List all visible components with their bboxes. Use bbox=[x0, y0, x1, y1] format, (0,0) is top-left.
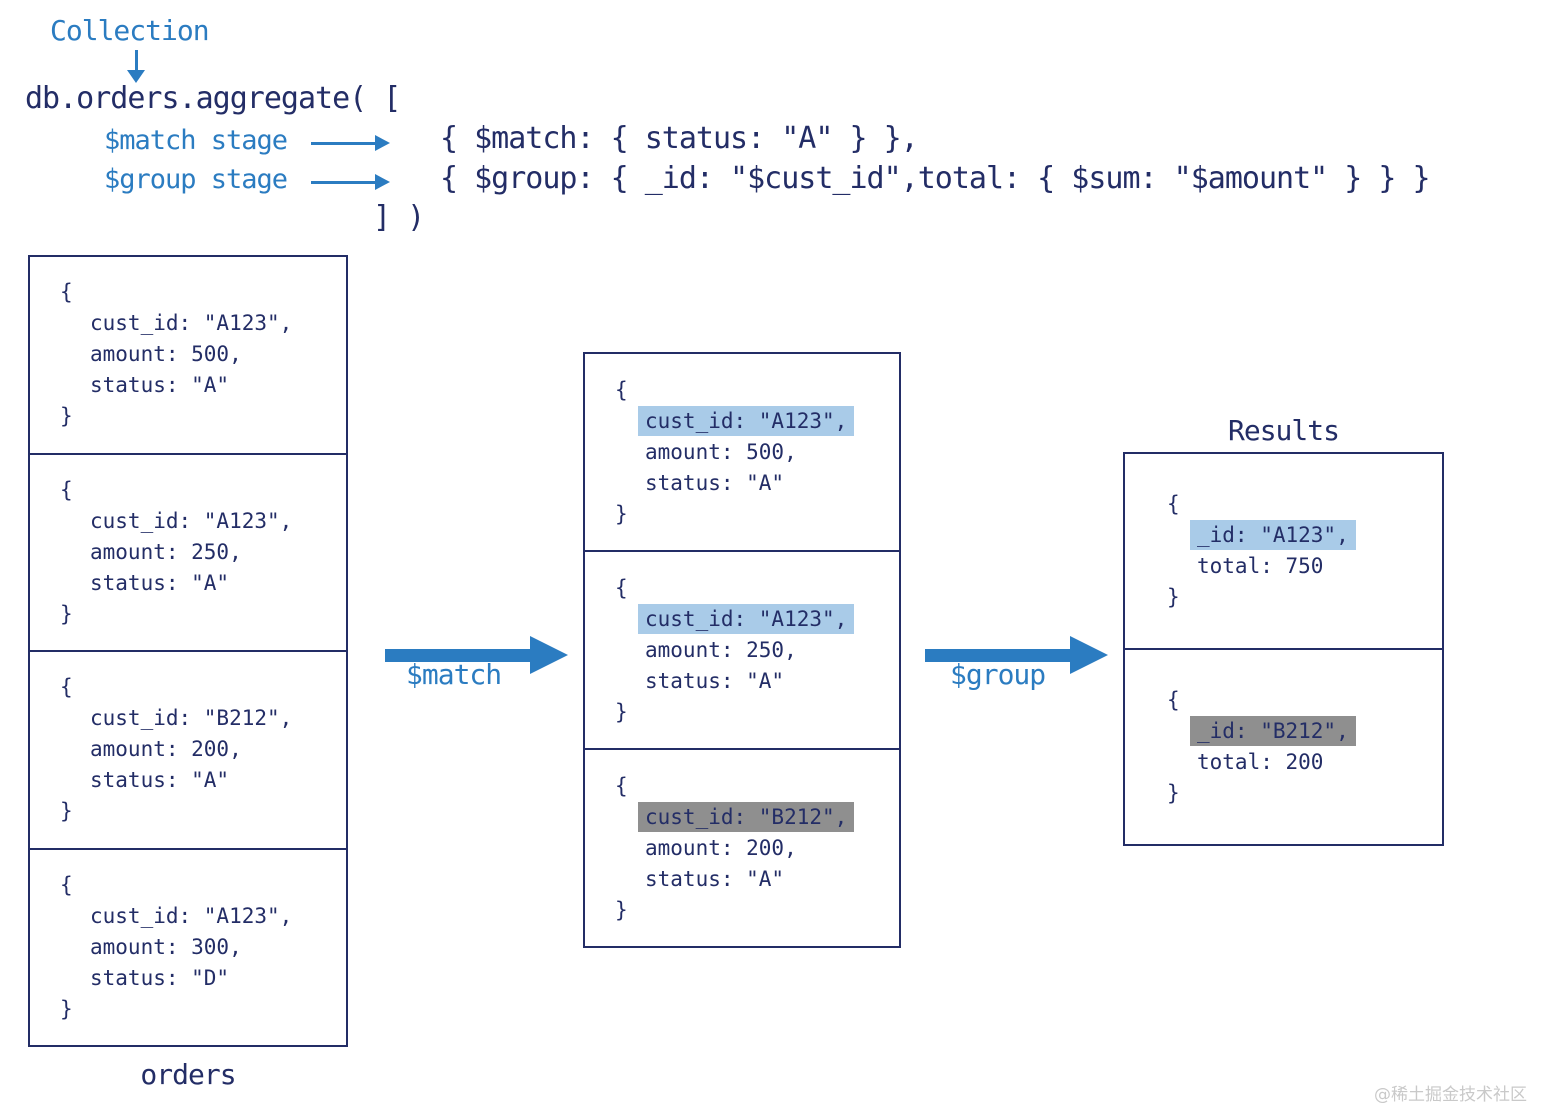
doc-line: total: 750 bbox=[1197, 554, 1324, 578]
results-box: { _id: "A123", total: 750 } { _id: "B212… bbox=[1123, 452, 1444, 846]
highlighted-field: _id: "B212", bbox=[1190, 716, 1356, 746]
orders-collection-box: { cust_id: "A123", amount: 500, status: … bbox=[28, 255, 348, 1047]
doc-line: } bbox=[615, 699, 628, 724]
doc-line: cust_id: "A123", bbox=[615, 603, 899, 635]
doc-line: cust_id: "A123", bbox=[90, 311, 293, 336]
orders-box-label: orders bbox=[140, 1058, 236, 1091]
doc-line: amount: 250, bbox=[645, 637, 797, 662]
doc-line: _id: "B212", bbox=[1167, 716, 1442, 747]
doc-line: } bbox=[60, 601, 73, 626]
doc-line: amount: 250, bbox=[90, 539, 242, 564]
matched-document: { cust_id: "A123", amount: 500, status: … bbox=[585, 354, 899, 552]
doc-line: } bbox=[60, 996, 73, 1021]
doc-line: status: "D" bbox=[90, 965, 230, 990]
order-document: { cust_id: "A123", amount: 250, status: … bbox=[30, 455, 346, 652]
doc-line: status: "A" bbox=[90, 768, 230, 793]
doc-line: cust_id: "A123", bbox=[90, 508, 293, 533]
results-title: Results bbox=[1227, 414, 1340, 447]
collection-down-arrow-icon bbox=[126, 50, 146, 83]
doc-line: total: 200 bbox=[1197, 750, 1324, 774]
doc-line: status: "A" bbox=[90, 373, 230, 398]
doc-line: } bbox=[615, 501, 628, 526]
aggregate-open-code: db.orders.aggregate( [ bbox=[25, 81, 401, 116]
matched-documents-box: { cust_id: "A123", amount: 500, status: … bbox=[583, 352, 901, 948]
doc-line: status: "A" bbox=[645, 668, 785, 693]
doc-line: status: "A" bbox=[645, 470, 785, 495]
doc-line: { bbox=[1167, 492, 1180, 516]
order-document: { cust_id: "A123", amount: 500, status: … bbox=[30, 257, 346, 455]
doc-line: { bbox=[615, 575, 628, 600]
group-stage-label: $group stage bbox=[104, 164, 288, 195]
doc-line: amount: 200, bbox=[90, 737, 242, 762]
group-arrow-label: $group bbox=[950, 658, 1046, 691]
doc-line: { bbox=[1167, 688, 1180, 712]
doc-line: cust_id: "A123", bbox=[90, 903, 293, 928]
doc-line: } bbox=[1167, 781, 1180, 805]
doc-line: { bbox=[615, 773, 628, 798]
doc-line: amount: 300, bbox=[90, 934, 242, 959]
order-document: { cust_id: "B212", amount: 200, status: … bbox=[30, 652, 346, 850]
group-arrow-icon bbox=[925, 636, 1108, 674]
match-arrow-label: $match bbox=[406, 658, 502, 691]
match-stage-code: { $match: { status: "A" } }, bbox=[440, 121, 919, 156]
match-stage-arrow-icon bbox=[311, 135, 390, 151]
highlighted-field: cust_id: "A123", bbox=[638, 405, 855, 436]
highlighted-field: cust_id: "A123", bbox=[638, 603, 855, 634]
doc-line: { bbox=[60, 477, 73, 502]
doc-line: { bbox=[615, 377, 628, 402]
aggregate-close-code: ] ) bbox=[373, 200, 425, 235]
doc-line: amount: 500, bbox=[90, 342, 242, 367]
watermark: @稀土掘金技术社区 bbox=[1374, 1085, 1527, 1105]
collection-label: Collection bbox=[50, 14, 210, 47]
doc-line: status: "A" bbox=[645, 866, 785, 891]
doc-line: status: "A" bbox=[90, 570, 230, 595]
result-document: { _id: "A123", total: 750 } bbox=[1125, 454, 1442, 650]
highlighted-field: cust_id: "B212", bbox=[638, 801, 855, 832]
doc-line: cust_id: "B212", bbox=[90, 706, 293, 731]
doc-line: } bbox=[60, 799, 73, 824]
doc-line: { bbox=[60, 280, 73, 305]
doc-line: { bbox=[60, 675, 73, 700]
highlighted-field: _id: "A123", bbox=[1190, 520, 1356, 550]
doc-line: cust_id: "B212", bbox=[615, 801, 899, 833]
doc-line: } bbox=[615, 897, 628, 922]
result-document: { _id: "B212", total: 200 } bbox=[1125, 650, 1442, 844]
group-stage-code: { $group: { _id: "$cust_id",total: { $su… bbox=[440, 161, 1431, 196]
doc-line: _id: "A123", bbox=[1167, 520, 1442, 551]
doc-line: } bbox=[1167, 585, 1180, 609]
match-stage-label: $match stage bbox=[104, 125, 288, 156]
doc-line: { bbox=[60, 872, 73, 897]
doc-line: } bbox=[60, 404, 73, 429]
doc-line: cust_id: "A123", bbox=[615, 405, 899, 437]
doc-line: amount: 500, bbox=[645, 439, 797, 464]
group-stage-arrow-icon bbox=[311, 174, 390, 190]
matched-document: { cust_id: "B212", amount: 200, status: … bbox=[585, 750, 899, 946]
matched-document: { cust_id: "A123", amount: 250, status: … bbox=[585, 552, 899, 750]
doc-line: amount: 200, bbox=[645, 835, 797, 860]
order-document: { cust_id: "A123", amount: 300, status: … bbox=[30, 850, 346, 1046]
match-arrow-icon bbox=[385, 636, 568, 674]
